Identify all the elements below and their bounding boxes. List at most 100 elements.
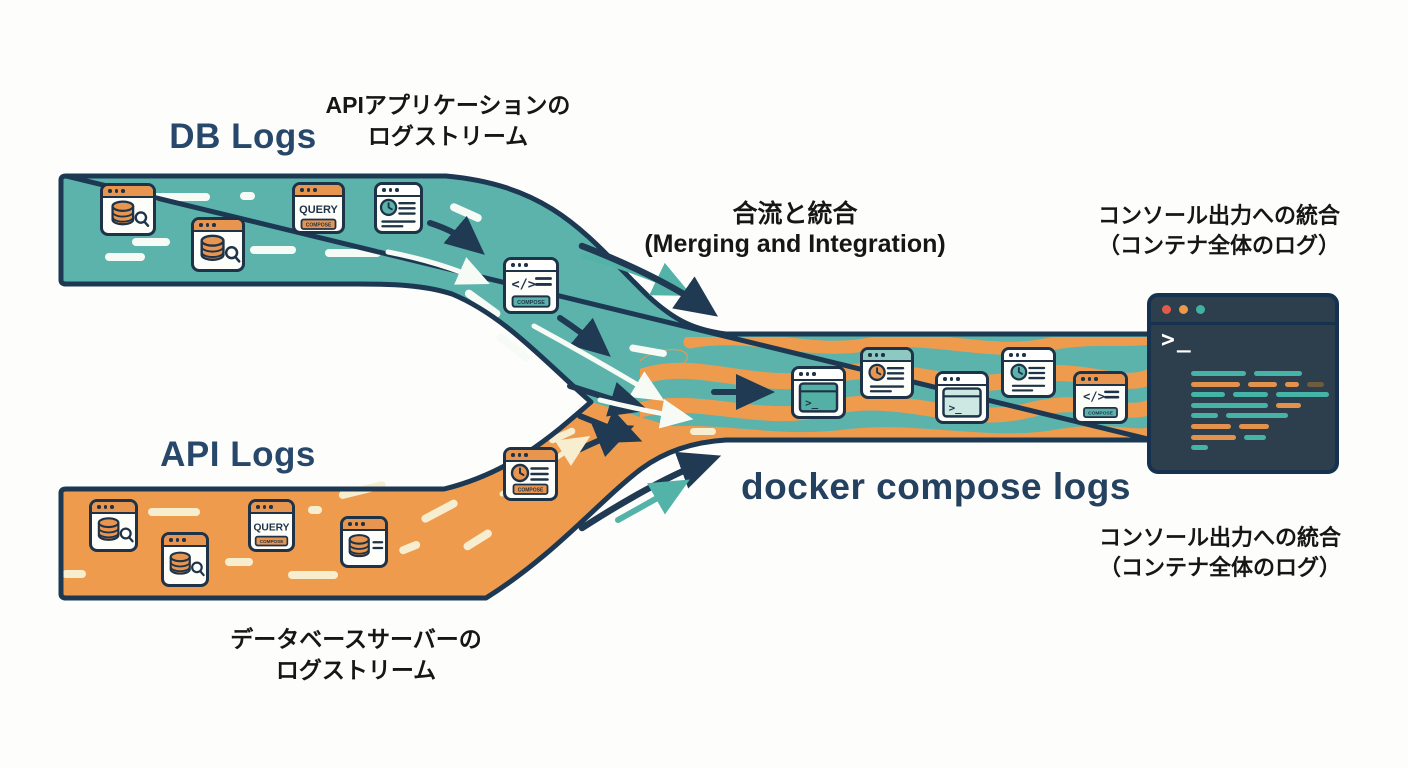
window-titlebar [1076,374,1125,386]
log-bar [1276,402,1301,408]
window-dot-icon [805,372,809,376]
window-dot-teal-icon [1196,305,1205,314]
console-log-row [1191,413,1329,419]
svg-text:QUERY: QUERY [253,523,289,534]
terminal-glyph-icon: >_ [938,386,986,421]
svg-text:>_: >_ [805,397,819,410]
window-dot-icon [97,505,101,509]
log-bar [1191,392,1225,398]
log-bar [1191,434,1236,440]
window-dot-icon [1009,353,1013,357]
speed-dashes [105,192,667,362]
window-dot-icon [108,189,112,193]
db-lines-window-icon [340,516,388,568]
api-stream-label-line2: ログストリーム [367,123,529,149]
log-bar [1307,381,1324,387]
svg-text:COMPOSE: COMPOSE [1088,411,1114,417]
window-dot-icon [121,189,125,193]
window-dot-icon [205,223,209,227]
window-titlebar [343,519,385,531]
log-bar [1233,392,1268,398]
log-bar [1285,381,1299,387]
query-compose-window-icon: QUERY COMPOSE [248,499,295,552]
window-dot-icon [524,453,528,457]
window-dot-icon [511,263,515,267]
window-dot-icon [511,453,515,457]
window-titlebar [377,185,420,197]
log-bar [1191,413,1218,419]
window-dot-icon [874,353,878,357]
code-glyph-icon: </> COMPOSE [1076,386,1125,421]
window-dot-icon [524,263,528,267]
query-glyph-icon: QUERY COMPOSE [295,197,342,231]
terminal-glyph-icon: >_ [794,381,843,416]
window-dot-icon [956,377,960,381]
window-titlebar [938,374,986,386]
window-dot-icon [799,372,803,376]
window-dot-icon [517,263,521,267]
clock-glyph-icon [863,362,911,396]
log-bar [1254,371,1302,376]
code-compose-window-icon: </> COMPOSE [1073,371,1128,424]
window-titlebar [506,260,556,272]
window-dot-icon [262,505,266,509]
terminal-window-icon: >_ [791,366,846,419]
window-dot-icon [943,377,947,381]
console-titlebar [1151,297,1335,325]
window-dot-icon [199,223,203,227]
window-dot-icon [1022,353,1026,357]
console-log-row [1191,423,1329,429]
window-dot-icon [169,538,173,542]
query-glyph-icon: QUERY COMPOSE [251,514,292,549]
clock-glyph-icon: COMPOSE [506,462,555,498]
window-dot-icon [110,505,114,509]
merge-label-line1: 合流と統合 [732,200,858,228]
window-dot-icon [313,188,317,192]
window-dot-icon [395,188,399,192]
svg-text:COMPOSE: COMPOSE [517,300,545,306]
docker-compose-logs-label: docker compose logs [741,466,1131,507]
db-search-glyph-icon [164,547,206,584]
clock-log-window-icon [860,347,914,399]
window-titlebar [164,535,206,547]
console-log-row [1191,371,1329,376]
window-dot-icon [881,353,885,357]
console-output-label-top-line1: コンソール出力への統合 [1097,203,1341,228]
log-bar [1239,423,1269,429]
db-search-glyph-icon [194,232,242,269]
console-output-label-top-line2: （コンテナ全体のログ） [1097,233,1341,258]
window-dot-icon [348,522,352,526]
console-output-label-bottom-line2: （コンテナ全体のログ） [1098,555,1342,580]
log-bar [1276,392,1329,398]
clock-badge-window-icon: COMPOSE [503,447,558,501]
db-search-window-icon [161,532,209,587]
merge-label: 合流と統合 (Merging and Integration) [644,199,945,259]
window-dot-icon [517,453,521,457]
terminal-window-icon: >_ [935,371,989,424]
db-stream-label-line1: データベースサーバーの [230,626,482,652]
window-dot-icon [256,505,260,509]
db-search-window-icon [191,217,245,272]
window-titlebar [863,350,911,362]
window-dot-icon [182,538,186,542]
db-search-window-icon [89,499,138,552]
console-log-row [1191,434,1329,440]
window-dot-orange-icon [1179,305,1188,314]
db-lines-glyph-icon [343,531,385,565]
clock-log-window-icon [374,182,423,234]
log-bar [1191,371,1246,376]
window-titlebar [92,502,135,514]
svg-text:COMPOSE: COMPOSE [518,488,544,494]
window-dot-icon [949,377,953,381]
window-dot-icon [361,522,365,526]
console-output-label-bottom-line1: コンソール出力への統合 [1098,525,1342,550]
window-dot-icon [1094,377,1098,381]
console-log-row [1191,381,1329,387]
svg-text:COMPOSE: COMPOSE [260,539,284,544]
window-dot-icon [354,522,358,526]
console-log-row [1191,402,1329,408]
log-bar [1244,434,1266,440]
window-dot-icon [1015,353,1019,357]
console-log-lines [1191,371,1329,456]
